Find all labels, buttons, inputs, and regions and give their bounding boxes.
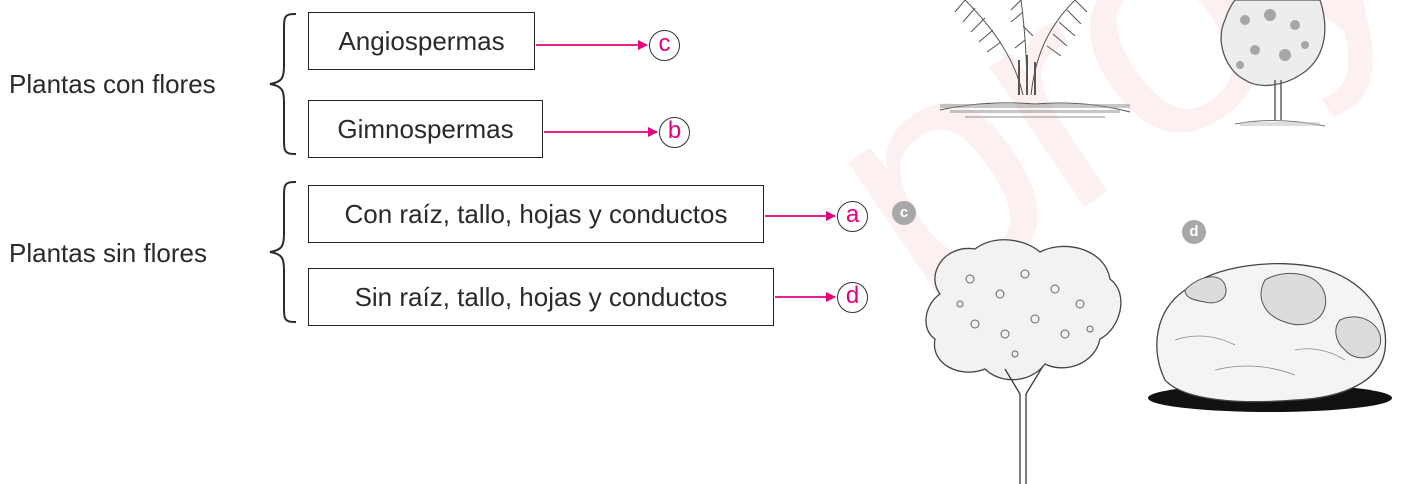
box-gimnospermas: Gimnospermas [308,100,543,158]
tree-illustration [1220,0,1326,127]
brace-con-flores [269,13,297,155]
image-badge-d: d [1182,220,1206,244]
fern-illustration [939,0,1131,118]
box-sin-raiz: Sin raíz, tallo, hojas y conductos [308,268,774,326]
fruit-tree-illustration [925,239,1122,484]
box-angiospermas: Angiospermas [308,12,535,70]
box-con-raiz-label: Con raíz, tallo, hojas y conductos [344,198,728,229]
group-label-sin-flores: Plantas sin flores [9,238,207,268]
answer-circle-gimnospermas: b [659,117,690,148]
answer-circle-sin-raiz: d [837,282,868,313]
box-sin-raiz-label: Sin raíz, tallo, hojas y conductos [354,281,728,312]
group-label-con-flores: Plantas con flores [9,69,216,99]
box-angiospermas-label: Angiospermas [338,25,505,56]
answer-circle-angiospermas: c [649,30,680,61]
box-gimnospermas-label: Gimnospermas [337,113,514,144]
answer-circle-con-raiz: a [837,201,868,232]
brace-sin-flores [269,181,297,323]
moss-rock-illustration [1148,262,1392,412]
image-badge-c: c [892,201,916,225]
box-con-raiz: Con raíz, tallo, hojas y conductos [308,185,764,243]
